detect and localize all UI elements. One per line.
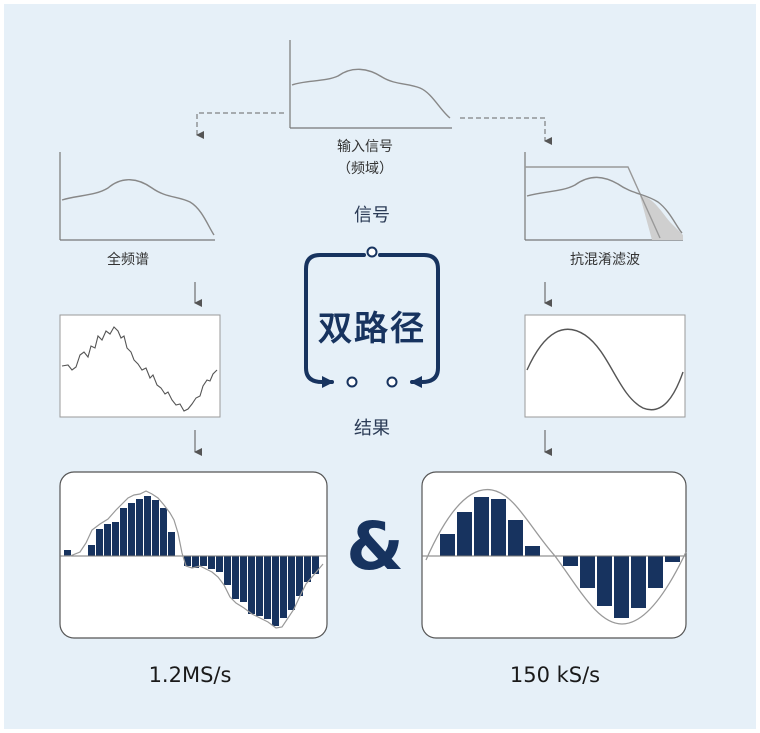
- ampersand-symbol: &: [346, 508, 404, 585]
- slow-sample-rate: 150 kS/s: [509, 663, 601, 687]
- filtered-waveform: [524, 314, 686, 418]
- dual-path-symbol: [304, 246, 440, 388]
- signal-label: 信号: [354, 205, 390, 226]
- sampled-plot-slow: [421, 471, 687, 639]
- anti-alias-filter-plot: [524, 152, 683, 241]
- input-signal-label: 输入信号: [337, 139, 393, 155]
- split-arrows: [196, 112, 552, 145]
- full-spectrum-plot: [59, 152, 215, 241]
- down-arrows: [194, 282, 552, 456]
- full-spectrum-waveform: [59, 314, 221, 418]
- fast-sample-rate: 1.2MS/s: [148, 663, 232, 687]
- input-spectrum-plot: [289, 40, 452, 129]
- dual-path-title: 双路径: [318, 309, 426, 349]
- fast-sample-bars: [64, 496, 319, 626]
- result-label: 结果: [354, 418, 390, 439]
- slow-sample-bars: [440, 497, 680, 618]
- full-spectrum-label: 全频谱: [107, 252, 149, 268]
- frequency-domain-label: （频域）: [337, 161, 393, 177]
- anti-alias-label: 抗混淆滤波: [570, 252, 640, 268]
- sampled-plot-fast: [59, 471, 328, 639]
